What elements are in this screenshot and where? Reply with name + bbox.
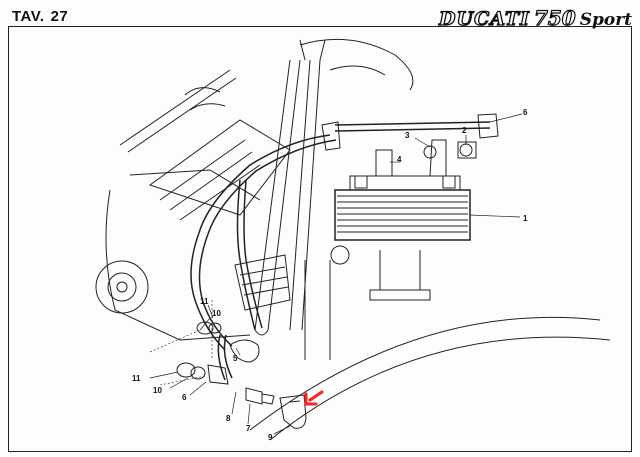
callout-2: 2 [462,126,467,135]
callout-9: 9 [268,433,273,442]
callout-1: 1 [523,214,528,223]
hose-fittings [229,113,499,363]
model-logo: DUCATI 750 Sport [438,5,632,30]
oil-hoses [190,121,491,381]
callout-5: 5 [233,354,238,363]
red-arrow-icon [304,390,324,406]
callout-11-lower: 11 [132,374,141,383]
brand-logo-text: DUCATI [438,7,530,30]
model-name: Sport [579,10,632,30]
table-label: TAV. 27 [12,8,68,25]
callout-6: 6 [523,108,528,117]
callout-4: 4 [397,155,402,164]
engine-frame-sketch [95,38,611,441]
callout-leaders [149,113,523,435]
callout-11-upper: 11 [200,297,209,306]
callout-8: 8 [226,414,231,423]
callout-3: 3 [405,131,410,140]
diagram-frame [8,26,632,452]
callout-10-upper: 10 [212,309,221,318]
callout-6b: 6 [182,393,187,402]
tav-number: 27 [50,8,69,25]
callout-7: 7 [246,424,251,433]
tav-label: TAV. [12,8,45,25]
callout-10-lower: 10 [153,386,162,395]
lower-fittings [149,300,307,429]
oil-cooler [334,139,471,241]
